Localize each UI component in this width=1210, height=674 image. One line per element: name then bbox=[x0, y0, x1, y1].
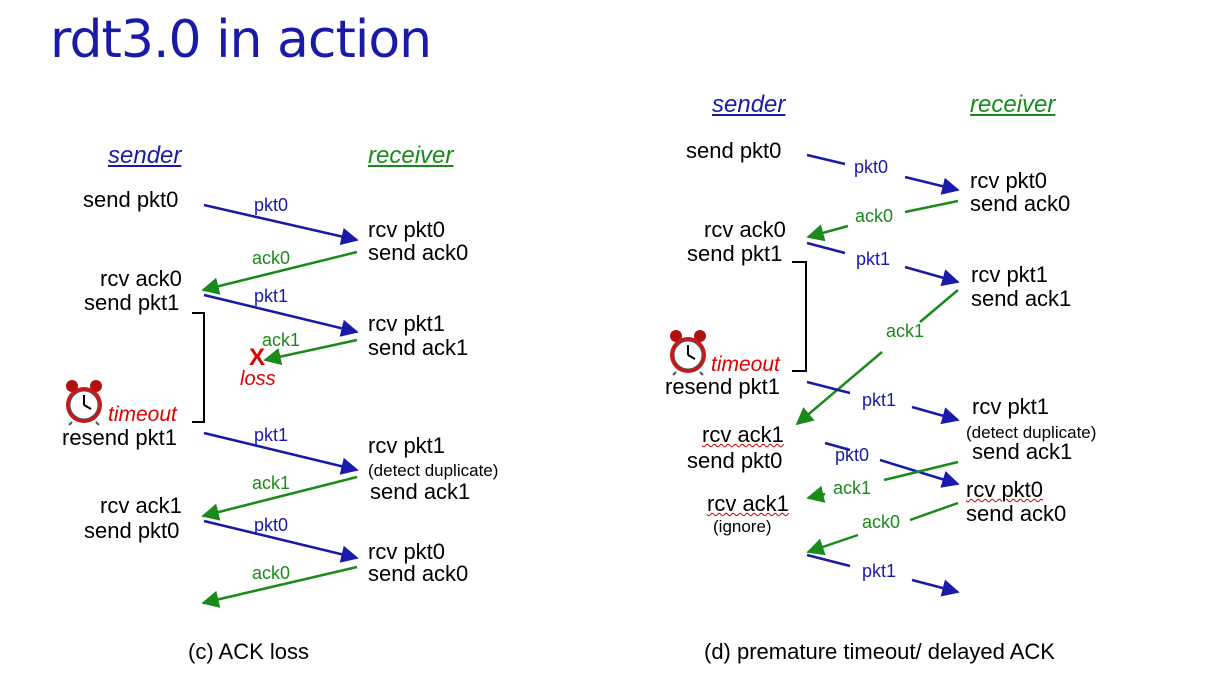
right-arrow-ack0-2 bbox=[806, 224, 849, 242]
left-receiver-event: rcv pkt0 bbox=[368, 539, 446, 564]
right-timeout-label: timeout bbox=[711, 353, 780, 376]
slide-title: rdt3.0 in action bbox=[50, 10, 432, 70]
right-receiver-event: send ack0 bbox=[970, 191, 1071, 216]
left-receiver-event: rcv pkt0 bbox=[368, 217, 446, 242]
right-msg-label: pkt1 bbox=[862, 561, 897, 581]
right-msg-label: ack1 bbox=[833, 478, 872, 498]
right-arrow-pkt1b-2 bbox=[911, 405, 960, 425]
right-arrow-ack0b-2 bbox=[806, 533, 859, 556]
left-arrow-pkt1-b bbox=[203, 431, 359, 475]
right-arrow-ack1b-2 bbox=[806, 485, 826, 503]
loss-label: loss bbox=[240, 368, 276, 390]
right-sender-event: send pkt1 bbox=[687, 241, 783, 266]
right-receiver-event: rcv pkt0 bbox=[966, 477, 1044, 502]
right-sender-event: resend pkt1 bbox=[665, 374, 780, 399]
right-receiver-event: rcv pkt1 bbox=[971, 262, 1049, 287]
left-arrow-pkt1-a bbox=[203, 293, 359, 337]
right-arrow-pkt1c-2 bbox=[911, 578, 960, 597]
left-msg-label: ack1 bbox=[262, 330, 301, 350]
right-arrow-pkt0b-1 bbox=[824, 441, 851, 452]
left-receiver-event: send ack0 bbox=[368, 240, 469, 265]
right-timeout-bracket bbox=[792, 261, 807, 372]
loss-x-icon: X bbox=[249, 344, 266, 371]
right-msg-label: ack0 bbox=[862, 512, 901, 532]
right-receiver-event: rcv pkt0 bbox=[970, 168, 1048, 193]
left-receiver-header: receiver bbox=[368, 142, 454, 169]
alarm-clock-icon bbox=[670, 330, 706, 376]
left-sender-event: send pkt0 bbox=[84, 518, 180, 543]
left-msg-label: pkt0 bbox=[254, 515, 289, 535]
left-sender-event: rcv ack0 bbox=[100, 266, 182, 291]
right-sender-event: rcv ack1 bbox=[707, 491, 789, 516]
left-timeout-bracket bbox=[192, 312, 205, 423]
right-receiver-header: receiver bbox=[970, 91, 1056, 118]
right-msg-label: pkt1 bbox=[862, 390, 897, 410]
right-arrow-pkt1-1 bbox=[806, 241, 846, 255]
right-receiver-event: rcv pkt1 bbox=[972, 394, 1050, 419]
right-arrow-ack1b-1 bbox=[883, 460, 959, 482]
right-arrow-pkt1-2 bbox=[904, 265, 960, 287]
left-msg-label: pkt1 bbox=[254, 425, 289, 445]
left-sender-header: sender bbox=[108, 142, 182, 169]
left-receiver-event: send ack1 bbox=[370, 479, 471, 504]
left-receiver-event: send ack0 bbox=[368, 561, 469, 586]
right-sender-event: rcv ack1 bbox=[702, 422, 784, 447]
left-sender-event: send pkt0 bbox=[83, 187, 179, 212]
right-receiver-note: (detect duplicate) bbox=[966, 423, 1097, 442]
right-receiver-event: send ack0 bbox=[966, 501, 1067, 526]
left-arrow-pkt0-a bbox=[203, 203, 359, 246]
right-caption: (d) premature timeout/ delayed ACK bbox=[704, 639, 1055, 664]
right-arrow-ack1-1 bbox=[919, 289, 959, 323]
right-msg-label: pkt0 bbox=[854, 157, 889, 177]
left-arrow-pkt0-b bbox=[203, 519, 359, 563]
left-receiver-event: rcv pkt1 bbox=[368, 433, 446, 458]
right-sender-event: send pkt0 bbox=[687, 448, 783, 473]
right-msg-label: ack0 bbox=[855, 206, 894, 226]
right-arrow-pkt1c-1 bbox=[806, 553, 851, 568]
left-msg-label: ack1 bbox=[252, 473, 291, 493]
left-msg-label: pkt0 bbox=[254, 195, 289, 215]
left-sender-event: resend pkt1 bbox=[62, 425, 177, 450]
right-arrow-ack1-2 bbox=[795, 351, 883, 426]
right-arrow-ack0-1 bbox=[904, 199, 959, 214]
right-arrow-pkt1b-1 bbox=[806, 380, 851, 395]
left-sender-event: rcv ack1 bbox=[100, 493, 182, 518]
left-arrow-ack1-lost bbox=[263, 338, 358, 366]
right-receiver-event: send ack1 bbox=[971, 286, 1072, 311]
left-receiver-note: (detect duplicate) bbox=[368, 461, 499, 480]
right-sender-event: rcv ack0 bbox=[704, 217, 786, 242]
left-arrow-ack0-b bbox=[201, 565, 358, 608]
right-arrow-pkt0-2 bbox=[904, 175, 960, 195]
right-sender-note: (ignore) bbox=[713, 517, 772, 536]
left-sender-event: send pkt1 bbox=[84, 290, 180, 315]
left-receiver-event: rcv pkt1 bbox=[368, 311, 446, 336]
left-caption: (c) ACK loss bbox=[188, 639, 310, 664]
right-arrow-pkt0-1 bbox=[806, 153, 846, 166]
left-arrow-ack0-a bbox=[201, 250, 358, 295]
right-arrow-ack0b-1 bbox=[909, 501, 959, 522]
right-receiver-event: send ack1 bbox=[972, 439, 1073, 464]
left-msg-label: pkt1 bbox=[254, 286, 289, 306]
alarm-clock-icon bbox=[66, 380, 102, 426]
right-msg-label: pkt1 bbox=[856, 249, 891, 269]
left-receiver-event: send ack1 bbox=[368, 335, 469, 360]
left-arrow-ack1-b bbox=[201, 475, 358, 521]
right-msg-label: ack1 bbox=[886, 321, 925, 341]
right-sender-event: send pkt0 bbox=[686, 138, 782, 163]
right-sender-header: sender bbox=[712, 91, 786, 118]
left-timeout-label: timeout bbox=[108, 403, 177, 426]
left-msg-label: ack0 bbox=[252, 563, 291, 583]
right-msg-label: pkt0 bbox=[835, 445, 870, 465]
left-msg-label: ack0 bbox=[252, 248, 291, 268]
